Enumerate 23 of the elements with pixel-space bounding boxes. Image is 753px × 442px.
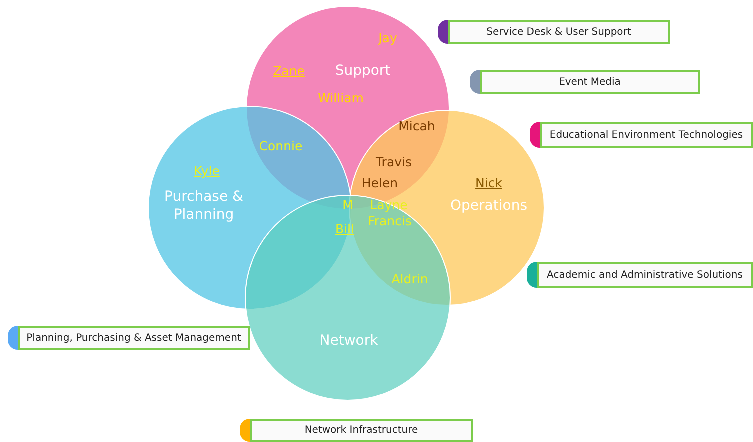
group-name: Support bbox=[334, 62, 392, 80]
legend-label: Planning, Purchasing & Asset Management bbox=[18, 326, 250, 350]
person-name: M bbox=[342, 198, 354, 212]
person-name: Travis bbox=[376, 154, 412, 170]
person-name: Connie bbox=[259, 138, 303, 154]
group-name: Operations bbox=[450, 197, 528, 215]
legend-label: Academic and Administrative Solutions bbox=[537, 262, 753, 288]
person-name: Zane bbox=[273, 64, 305, 78]
legend-label: Educational Environment Technologies bbox=[540, 122, 753, 148]
person-name: Jay bbox=[378, 30, 398, 46]
legend-label: Event Media bbox=[480, 70, 700, 94]
person-name: Bill bbox=[336, 222, 354, 236]
group-name: Purchase & Planning bbox=[164, 188, 244, 224]
person-name: Helen bbox=[362, 176, 398, 190]
group-name: Network bbox=[318, 332, 380, 350]
person-name: Francis bbox=[368, 214, 412, 228]
person-name: Micah bbox=[398, 118, 436, 134]
legend-label: Service Desk & User Support bbox=[448, 20, 670, 44]
person-name: Aldrin bbox=[392, 272, 428, 286]
person-name: William bbox=[318, 90, 364, 106]
person-name: Kyle bbox=[194, 164, 220, 178]
person-name: Nick bbox=[476, 176, 502, 190]
legend-label: Network Infrastructure bbox=[250, 419, 473, 442]
